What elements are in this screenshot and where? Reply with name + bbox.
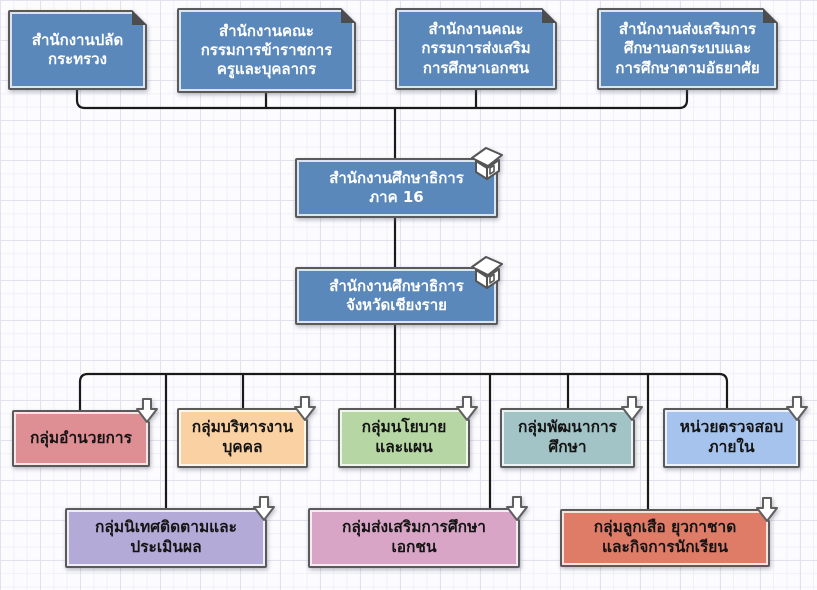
down-arrow-icon	[786, 396, 808, 421]
folded-corner-icon	[542, 8, 557, 23]
node-office-private-education-commission: สำนักงานคณะ กรรมการส่งเสริม การศึกษาเอกช…	[395, 8, 557, 90]
node-office-nonformal-informal-education: สำนักงานส่งเสริมการ ศึกษานอกระบบและ การศ…	[597, 8, 778, 90]
node-label: สำนักงานส่งเสริมการ ศึกษานอกระบบและ การศ…	[615, 20, 760, 77]
node-group-private-education-promotion: กลุ่มส่งเสริมการศึกษา เอกชน	[308, 496, 528, 568]
down-arrow-icon	[253, 496, 275, 521]
house-icon	[471, 256, 503, 289]
node-label: กลุ่มนิเทศติดตามและ ประเมินผล	[95, 518, 237, 556]
node-label: กลุ่มนโยบาย และแผน	[361, 418, 447, 456]
down-arrow-icon	[456, 396, 478, 421]
node-label: สำนักงานคณะ กรรมการข้าราชการ ครูและบุคลา…	[200, 21, 333, 79]
node-chiangrai-provincial-education-office: สำนักงานศึกษาธิการ จังหวัดเชียงราย	[295, 256, 503, 325]
node-office-permanent-secretary: สำนักงานปลัด กระทรวง	[8, 10, 147, 90]
down-arrow-icon	[621, 396, 643, 421]
node-internal-audit-unit: หน่วยตรวจสอบ ภายใน	[663, 396, 808, 468]
node-label: สำนักงานศึกษาธิการ ภาค 16	[329, 168, 464, 206]
node-label: หน่วยตรวจสอบ ภายใน	[679, 418, 784, 456]
node-group-administration: กลุ่มอำนวยการ	[12, 398, 158, 467]
node-regional-education-office-16: สำนักงานศึกษาธิการ ภาค 16	[295, 147, 503, 218]
down-arrow-icon	[506, 496, 528, 521]
node-group-supervision-monitoring-evaluation: กลุ่มนิเทศติดตามและ ประเมินผล	[65, 496, 275, 568]
node-group-scouts-red-cross-student-affairs: กลุ่มลูกเสือ ยุวกาชาด และกิจการนักเรียน	[560, 497, 778, 567]
house-icon	[471, 147, 503, 180]
down-arrow-icon	[294, 396, 316, 421]
node-group-personnel: กลุ่มบริหารงาน บุคคล	[177, 396, 316, 468]
node-label: กลุ่มบริหารงาน บุคคล	[191, 418, 294, 456]
node-label: กลุ่มอำนวยการ	[30, 428, 132, 447]
down-arrow-icon	[756, 497, 778, 522]
folded-corner-icon	[132, 10, 147, 25]
node-label: สำนักงานศึกษาธิการ จังหวัดเชียงราย	[329, 276, 464, 314]
node-label: สำนักงานปลัด กระทรวง	[31, 30, 124, 68]
node-group-education-development: กลุ่มพัฒนาการ ศึกษา	[500, 396, 643, 468]
node-group-policy-planning: กลุ่มนโยบาย และแผน	[338, 396, 478, 468]
node-label: สำนักงานคณะ กรรมการส่งเสริม การศึกษาเอกช…	[421, 20, 531, 77]
folded-corner-icon	[763, 8, 778, 23]
node-label: กลุ่มส่งเสริมการศึกษา เอกชน	[342, 518, 486, 556]
node-office-teacher-civil-service-commission: สำนักงานคณะ กรรมการข้าราชการ ครูและบุคลา…	[177, 8, 356, 93]
node-label: กลุ่มลูกเสือ ยุวกาชาด และกิจการนักเรียน	[593, 518, 737, 556]
node-label: กลุ่มพัฒนาการ ศึกษา	[517, 418, 618, 456]
down-arrow-icon	[136, 398, 158, 423]
folded-corner-icon	[341, 8, 356, 23]
